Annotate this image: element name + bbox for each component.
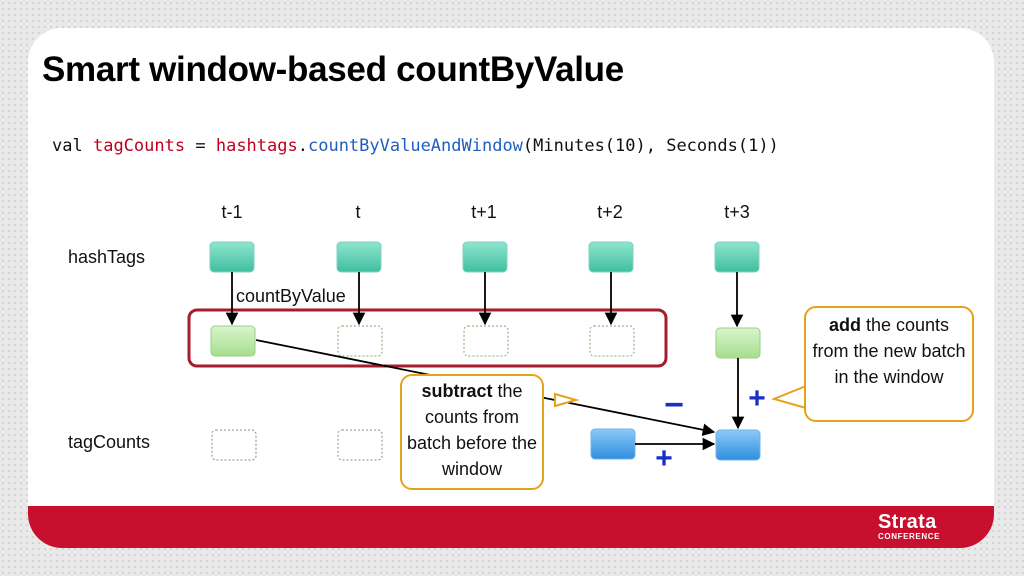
hashtag-block bbox=[588, 241, 634, 273]
plus-operator-new-batch: + bbox=[748, 382, 766, 415]
callout-subtract-pointer bbox=[554, 392, 580, 408]
tagcount-block-empty bbox=[211, 429, 257, 461]
code-source: hashtags bbox=[215, 136, 298, 156]
count-block-empty bbox=[463, 325, 509, 357]
hashtag-block bbox=[209, 241, 255, 273]
time-label-t-plus-1: t+1 bbox=[471, 202, 497, 222]
slide-title: Smart window-based countByValue bbox=[42, 50, 624, 89]
row-label-tagcounts: tagCounts bbox=[68, 432, 150, 452]
logo-main-text: Strata bbox=[878, 511, 937, 533]
hashtag-block bbox=[714, 241, 760, 273]
window-diagram: t-1 t t+1 t+2 t+3 hashTags countByValue … bbox=[68, 202, 807, 475]
count-block-empty bbox=[589, 325, 635, 357]
window-frame bbox=[187, 308, 668, 368]
callout-subtract: subtract the counts from batch before th… bbox=[400, 374, 544, 490]
code-keyword: val bbox=[52, 136, 83, 156]
code-line: val tagCounts = hashtags.countByValueAnd… bbox=[52, 136, 779, 156]
slide: Smart window-based countByValue val tagC… bbox=[28, 28, 994, 548]
tagcount-block-result bbox=[715, 429, 761, 461]
plus-operator-previous: + bbox=[655, 442, 673, 475]
row-label-hashtags: hashTags bbox=[68, 247, 145, 267]
callout-add-text: the counts from the new batch in the win… bbox=[812, 315, 966, 387]
tagcount-block-filled bbox=[590, 428, 636, 460]
code-variable: tagCounts bbox=[92, 136, 186, 156]
logo-sub-text: CONFERENCE bbox=[878, 532, 941, 541]
row-label-countbyvalue: countByValue bbox=[236, 286, 346, 306]
count-block-filled bbox=[210, 325, 256, 357]
callout-add: add the counts from the new batch in the… bbox=[804, 306, 974, 422]
minus-operator: − bbox=[664, 386, 684, 424]
callout-subtract-bold: subtract bbox=[421, 381, 493, 401]
code-args: (Minutes(10), Seconds(1)) bbox=[522, 136, 779, 156]
time-label-t-plus-3: t+3 bbox=[724, 202, 750, 222]
footer-band bbox=[28, 506, 994, 548]
strata-logo: Strata CONFERENCE bbox=[878, 512, 940, 541]
callout-add-bold: add bbox=[828, 315, 861, 335]
callout-add-pointer bbox=[770, 384, 807, 410]
time-label-t-plus-2: t+2 bbox=[597, 202, 623, 222]
code-method: countByValueAndWindow bbox=[307, 136, 523, 156]
hashtag-block bbox=[336, 241, 382, 273]
hashtag-block bbox=[462, 241, 508, 273]
count-block-filled bbox=[715, 327, 761, 359]
code-dot: . bbox=[297, 136, 308, 156]
code-equals: = bbox=[195, 136, 206, 156]
callout-subtract-text: the counts from batch before the window bbox=[406, 381, 538, 479]
time-label-t: t bbox=[355, 202, 360, 222]
tagcount-block-empty bbox=[337, 429, 383, 461]
time-label-t-minus-1: t-1 bbox=[221, 202, 242, 222]
count-block-empty bbox=[337, 325, 383, 357]
